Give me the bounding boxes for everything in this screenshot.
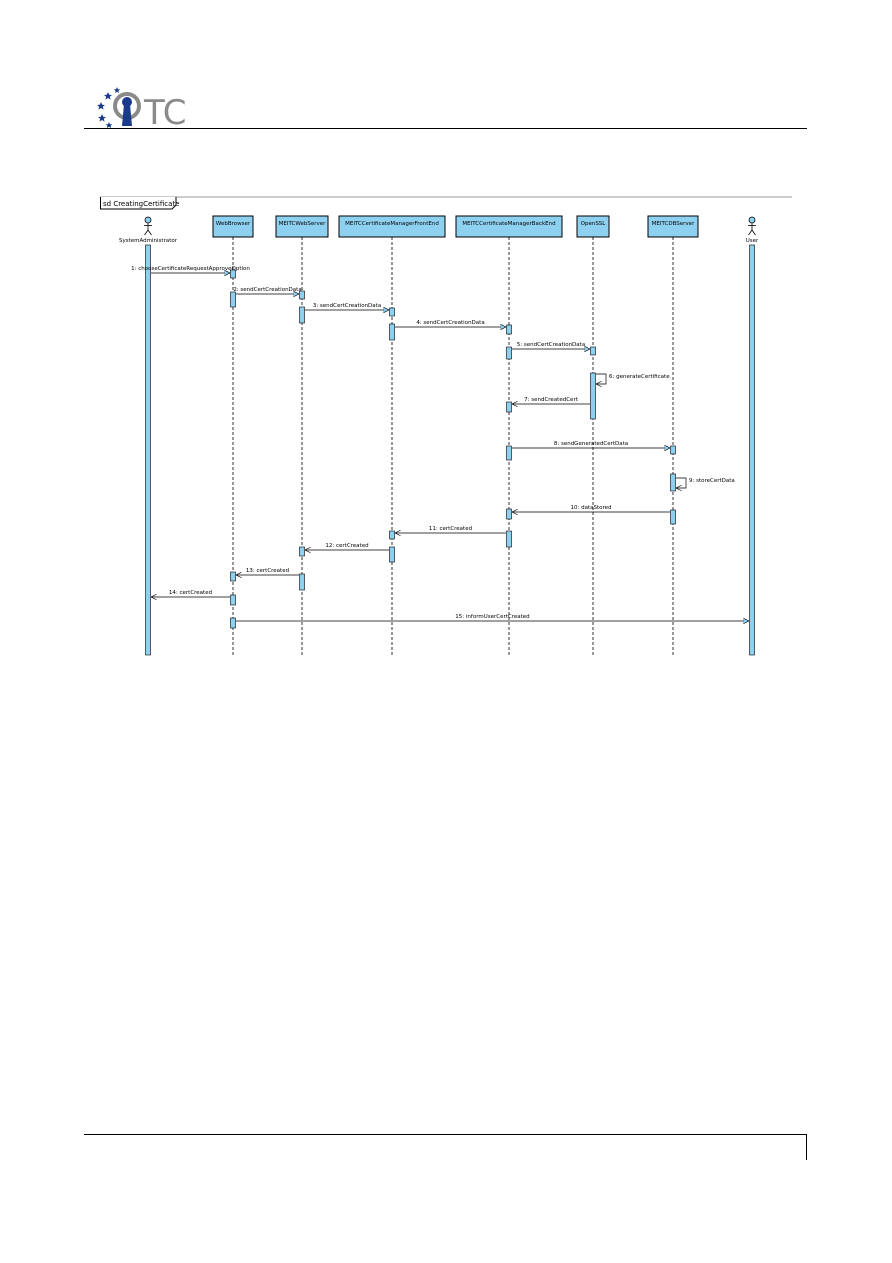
actor-leg-right [147, 229, 152, 236]
activation-user [749, 244, 755, 656]
activation-bar [590, 372, 596, 420]
message-label: 8: sendGeneratedCertData [554, 441, 628, 447]
activation-bar [299, 306, 305, 324]
sequence-diagram: sd CreatingCertificate SystemAdministrat… [100, 196, 792, 656]
actor-head [748, 216, 756, 224]
self-message-arrow [676, 477, 687, 488]
activation-bar [230, 617, 236, 629]
participant-label-webserver: MEITCWebServer [279, 221, 326, 227]
participant-box-dbserver [647, 215, 699, 238]
activation-bar [506, 346, 512, 360]
activation-sysadmin [145, 244, 151, 656]
activation-bar [230, 291, 236, 308]
activation-bar [506, 401, 512, 413]
activation-bar [506, 530, 512, 548]
participant-label-openssl: OpenSSL [581, 221, 607, 227]
message-label: 2: sendCertCreationData [233, 287, 301, 293]
activation-bar [670, 509, 676, 525]
activation-bar [506, 445, 512, 461]
message-label: 10: dataStored [570, 505, 611, 511]
message-label: 15: informUserCertCreated [455, 614, 529, 620]
participant-box-frontend [338, 215, 446, 238]
participant-label-frontend: MEITCCertificateManagerFrontEnd [345, 221, 439, 227]
activation-bar [389, 307, 395, 317]
keyhole-icon [113, 92, 141, 126]
actor-leg-right [751, 229, 756, 236]
activation-bar [299, 573, 305, 591]
participant-label-dbserver: MEITCDBServer [652, 221, 695, 227]
message-label: 12: certCreated [325, 543, 368, 549]
actor-icon-user [748, 216, 756, 236]
activation-bar [230, 571, 236, 582]
logo-text: TC [143, 93, 187, 128]
activation-bar [299, 290, 305, 300]
participant-box-webbrowser [212, 215, 254, 238]
activation-bar [389, 323, 395, 341]
participant-box-backend [455, 215, 563, 238]
frame-tab [100, 197, 177, 210]
activation-bar [670, 445, 676, 455]
activation-bar [299, 546, 305, 557]
participant-label-backend: MEITCCertificateManagerBackEnd [462, 221, 555, 227]
activation-bar [389, 530, 395, 540]
participant-label-webbrowser: WebBrowser [216, 221, 251, 227]
message-label: 7: sendCreatedCert [524, 397, 579, 403]
frame: sd CreatingCertificate [100, 196, 792, 210]
participants: SystemAdministrator WebBrowser MEITCWebSer… [119, 215, 759, 244]
header-rule [84, 128, 807, 129]
message-label: 1: chooseCertificateRequestApproveOption [131, 266, 250, 272]
message-label: 3: sendCertCreationData [313, 303, 381, 309]
message-label: 9: storeCertData [689, 478, 735, 484]
frame-label: sd CreatingCertificate [103, 200, 179, 208]
activation-bar [389, 546, 395, 563]
activation-bar [230, 594, 236, 606]
actor-leg-left [748, 229, 753, 236]
message-label: 11: certCreated [429, 526, 472, 532]
participant-box-openssl [576, 215, 610, 238]
itc-logo: TC [97, 87, 187, 128]
message-label: 14: certCreated [169, 590, 212, 596]
self-message-arrow [596, 373, 607, 384]
messages: 1: chooseCertificateRequestApproveOption… [131, 266, 749, 621]
activation-bar [670, 473, 676, 492]
footer-rule [84, 1134, 807, 1135]
actor-head [144, 216, 152, 224]
message-label: 4: sendCertCreationData [416, 320, 484, 326]
actor-leg-left [144, 229, 149, 236]
star-ring-icon [97, 87, 121, 128]
activations [145, 244, 755, 656]
actor-icon-sysadmin [144, 216, 152, 236]
activation-bar [506, 508, 512, 520]
message-label: 6: generateCertificate [609, 374, 670, 380]
participant-box-webserver [275, 215, 329, 238]
message-label: 13: certCreated [246, 568, 289, 574]
footer-tick [806, 1134, 807, 1160]
participant-label-sysadmin: SystemAdministrator [119, 238, 178, 244]
activation-bar [506, 324, 512, 335]
participant-label-user: User [746, 238, 759, 244]
activation-bar [230, 269, 236, 279]
message-label: 5: sendCertCreationData [517, 342, 585, 348]
activation-bar [590, 346, 596, 356]
